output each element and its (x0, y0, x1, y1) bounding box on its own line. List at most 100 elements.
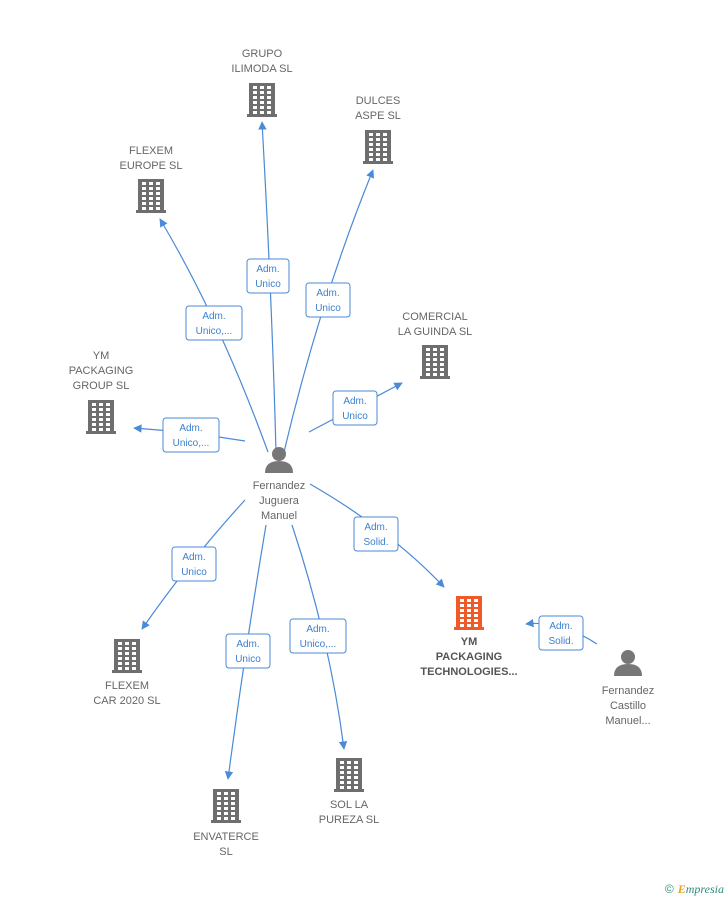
building-window (383, 133, 387, 136)
building-window (118, 647, 122, 650)
building-window (132, 647, 136, 650)
copyright-icon: © (664, 882, 674, 896)
building-window (369, 158, 373, 161)
building-window (132, 657, 136, 660)
building-window (354, 781, 358, 784)
building-window (142, 202, 146, 205)
building-window (125, 647, 129, 650)
building-window (467, 599, 471, 602)
building-base (112, 670, 142, 673)
building-icon (247, 83, 277, 117)
edge-label-box (162, 417, 220, 453)
edge-label-line: Unico (315, 303, 341, 314)
building-window (224, 807, 228, 810)
building-window (440, 358, 444, 361)
building-window (440, 368, 444, 371)
edge-label-grupo_ilimoda[interactable]: Adm.Unico (246, 258, 290, 294)
building-window (433, 353, 437, 356)
node-fernandez-castillo[interactable]: FernandezCastilloManuel... (602, 650, 655, 727)
building-window (433, 368, 437, 371)
building-window (340, 771, 344, 774)
building-window (253, 91, 257, 94)
node-label-line: ASPE SL (355, 110, 401, 122)
node-label-line: PUREZA SL (319, 814, 380, 826)
node-dulces-aspe[interactable]: DULCES ASPE SL (355, 95, 401, 164)
building-icon (112, 639, 142, 673)
node-label-line: LA GUINDA SL (398, 326, 473, 338)
building-window (125, 652, 129, 655)
edge-label-box (305, 282, 351, 318)
edge-label-dulces_aspe[interactable]: Adm.Unico (305, 282, 351, 318)
node-label-line: GRUPO (242, 48, 283, 60)
building-window (467, 604, 471, 607)
building-window (376, 158, 380, 161)
building-window (118, 657, 122, 660)
building-window (369, 148, 373, 151)
building-window (267, 86, 271, 89)
building-window (156, 187, 160, 190)
building-window (217, 797, 221, 800)
building-icon (420, 345, 450, 379)
person-head (621, 650, 635, 664)
building-window (156, 192, 160, 195)
edge-label-ym_packaging_tech-castillo[interactable]: Adm.Solid. (538, 615, 584, 651)
building-window (369, 138, 373, 141)
building-window (347, 781, 351, 784)
building-window (253, 106, 257, 109)
node-label-line: DULCES (356, 95, 401, 107)
edge-label-flexem_europe[interactable]: Adm.Unico,... (185, 305, 243, 341)
edge-label-ym_packaging_tech[interactable]: Adm.Solid. (353, 516, 399, 552)
building-window (260, 96, 264, 99)
edge-label-box (353, 516, 399, 552)
building-window (217, 817, 221, 820)
edge-label-envaterce[interactable]: Adm.Unico (225, 633, 271, 669)
building-window (426, 348, 430, 351)
edge-label-line: Adm. (236, 639, 259, 650)
node-label-line: SOL LA (330, 799, 369, 811)
node-ym-packaging-tech[interactable]: YMPACKAGINGTECHNOLOGIES... (420, 596, 518, 678)
building-icon (86, 400, 116, 434)
building-icon (211, 789, 241, 823)
building-window (369, 143, 373, 146)
building-window (383, 138, 387, 141)
building-window (224, 812, 228, 815)
building-window (231, 802, 235, 805)
building-window (231, 807, 235, 810)
building-window (369, 133, 373, 136)
building-window (132, 667, 136, 670)
edge-label-box (225, 633, 271, 669)
building-window (253, 96, 257, 99)
building-window (460, 614, 464, 617)
building-window (433, 363, 437, 366)
edge-label-flexem_car_2020[interactable]: Adm.Unico (171, 546, 217, 582)
building-window (224, 802, 228, 805)
building-window (426, 358, 430, 361)
building-window (376, 153, 380, 156)
edge-label-comercial_la_guinda[interactable]: Adm.Unico (332, 390, 378, 426)
building-window (433, 348, 437, 351)
building-window (467, 609, 471, 612)
empresia-logo[interactable]: ©Empresia (665, 882, 724, 897)
building-window (440, 373, 444, 376)
building-window (354, 776, 358, 779)
edge-label-line: Adm. (306, 624, 329, 635)
building-window (354, 766, 358, 769)
edge-label-line: Adm. (343, 396, 366, 407)
building-window (440, 353, 444, 356)
building-window (106, 418, 110, 421)
building-window (474, 614, 478, 617)
node-sol-la-pureza[interactable]: SOL LA PUREZA SL (319, 758, 380, 826)
building-window (383, 148, 387, 151)
node-label-line: Manuel (261, 510, 297, 522)
edge-label-sol_la_pureza[interactable]: Adm.Unico,... (289, 618, 347, 654)
edge-label-ym_packaging_group[interactable]: Adm.Unico,... (162, 417, 220, 453)
building-window (383, 153, 387, 156)
building-window (347, 761, 351, 764)
